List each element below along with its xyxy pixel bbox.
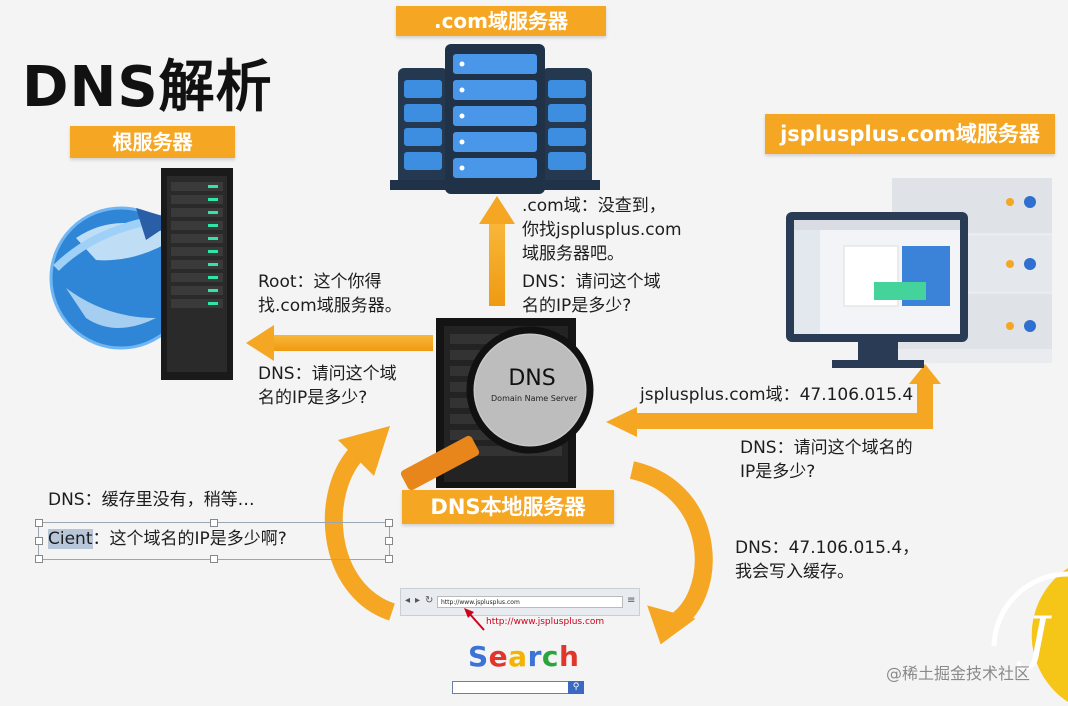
browser-window: ◂ ▸ ↻ http://www.jsplusplus.com ≡ (400, 588, 640, 616)
dns-lens-title: DNS (508, 366, 556, 391)
resize-handle[interactable] (210, 519, 218, 527)
dns-to-root-line-1: DNS：请问这个域 (258, 364, 397, 384)
address-bar[interactable]: http://www.jsplusplus.com (437, 596, 623, 608)
dns-lens-subtitle: Domain Name Server (491, 394, 577, 403)
resize-handle[interactable] (210, 555, 218, 563)
reload-icon[interactable]: ↻ (425, 595, 434, 606)
search-logo: Search (468, 640, 580, 673)
arrow-client-to-dns (324, 426, 396, 621)
dns-final-line-1: DNS：47.106.015.4， (735, 538, 920, 558)
jsplus-server-label: jsplusplus.com域服务器 (765, 114, 1055, 154)
jsplus-reply: jsplusplus.com域：47.106.015.4 (640, 385, 914, 405)
client-prefix: Cient (48, 529, 93, 549)
search-icon: ⚲ (572, 682, 580, 692)
dns-local-server-label: DNS本地服务器 (402, 490, 614, 524)
logo-letter: J (1026, 604, 1050, 672)
back-icon[interactable]: ◂ (405, 595, 411, 606)
dns-cache-message: DNS：缓存里没有，稍等… (48, 490, 255, 510)
root-server-illustration (36, 168, 246, 383)
root-reply-line-2: 找.com域服务器。 (258, 296, 402, 316)
jsplus-logo (984, 566, 1068, 702)
com-reply-line-1: .com域：没查到， (522, 196, 666, 216)
search-input[interactable] (452, 681, 570, 694)
resize-handle[interactable] (35, 537, 43, 545)
arrow-left-to-root (246, 325, 433, 361)
dns-to-com-line-2: 名的IP是多少? (522, 296, 632, 316)
client-message-rest: ：这个域名的IP是多少啊? (92, 529, 287, 549)
arrow-dns-to-client (629, 461, 713, 645)
dns-final-line-2: 我会写入缓存。 (735, 562, 854, 582)
dns-to-com-line-1: DNS：请问这个域 (522, 272, 661, 292)
jsplus-server-illustration (782, 172, 1054, 372)
com-server-label: .com域服务器 (396, 6, 606, 36)
dns-to-jsplus-line-1: DNS：请问这个域名的 (740, 438, 913, 458)
page-title: DNS解析 (22, 55, 273, 120)
address-bar-url: http://www.jsplusplus.com (441, 599, 520, 606)
resize-handle[interactable] (35, 519, 43, 527)
com-reply-line-3: 域服务器吧。 (522, 244, 624, 264)
resize-handle[interactable] (35, 555, 43, 563)
arrow-from-jsplus (606, 364, 941, 437)
watermark: @稀土掘金技术社区 (886, 664, 1031, 683)
dns-to-root-line-2: 名的IP是多少? (258, 388, 368, 408)
com-server-label-text: com域服务器 (441, 9, 569, 33)
com-reply-line-2: 你找jsplusplus.com (522, 220, 682, 240)
browser-toolbar: ◂ ▸ ↻ http://www.jsplusplus.com ≡ (401, 595, 639, 611)
com-server-illustration (390, 40, 600, 200)
root-server-label: 根服务器 (70, 126, 235, 158)
resize-handle[interactable] (385, 555, 393, 563)
menu-icon[interactable]: ≡ (627, 595, 636, 606)
browser-annotation: http://www.jsplusplus.com (486, 617, 605, 627)
red-arrow-icon (464, 608, 485, 631)
forward-icon[interactable]: ▸ (415, 595, 421, 606)
client-message: Cient：这个域名的IP是多少啊? (48, 527, 287, 552)
arrow-up-to-com (479, 196, 515, 306)
resize-handle[interactable] (385, 537, 393, 545)
dns-to-jsplus-line-2: IP是多少? (740, 462, 816, 482)
client-text-selection-box[interactable] (35, 519, 393, 563)
search-button[interactable]: ⚲ (568, 681, 584, 694)
dns-local-server-illustration (400, 312, 600, 492)
com-dot: . (433, 9, 442, 33)
resize-handle[interactable] (385, 519, 393, 527)
root-reply-line-1: Root：这个你得 (258, 272, 382, 292)
